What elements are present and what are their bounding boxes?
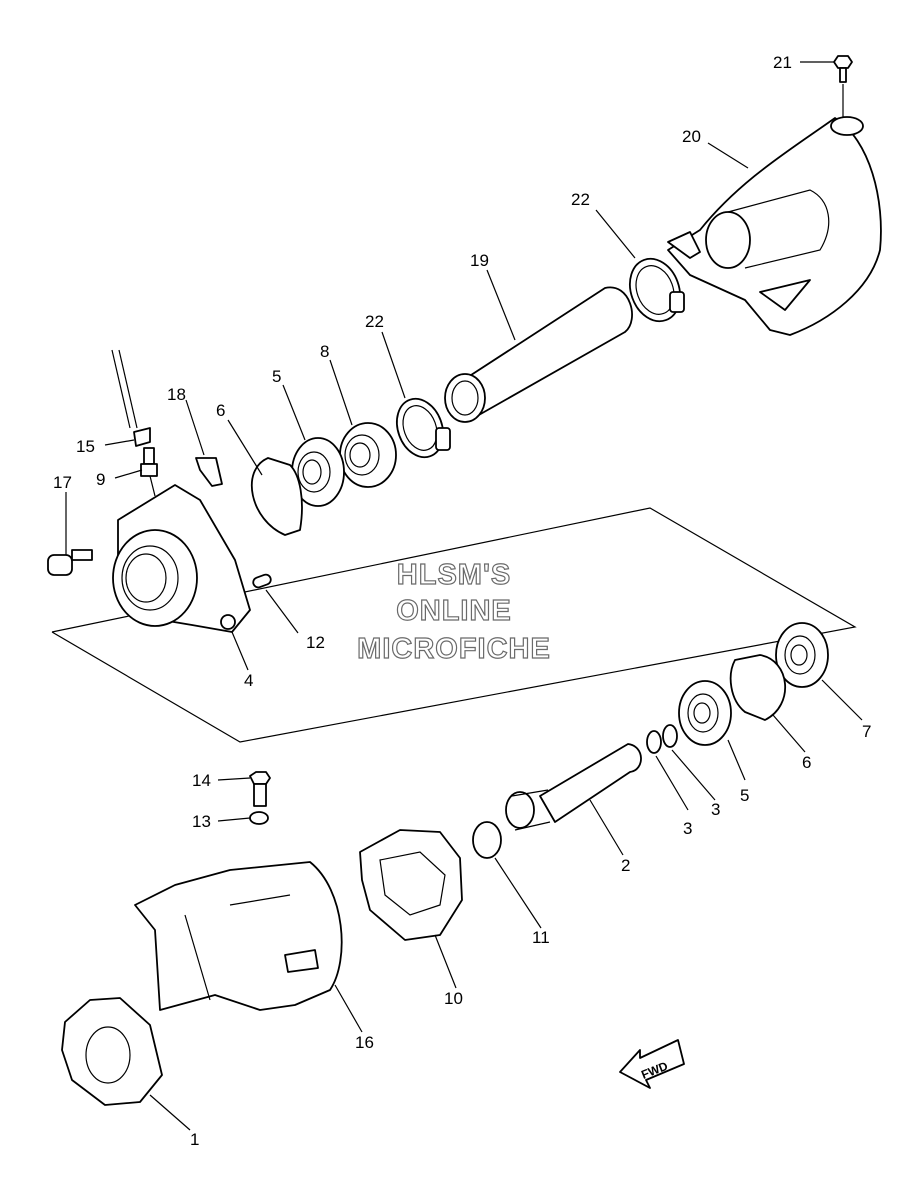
- part-3-o-ring-b: [662, 724, 678, 748]
- callout-2: 2: [621, 856, 630, 875]
- part-18-lock-plate: [195, 457, 223, 487]
- part-2-drive-shaft: [505, 743, 642, 831]
- part-6-circlip-lower: [729, 654, 787, 721]
- callout-21: 21: [773, 53, 792, 72]
- watermark-line-1: HLSM'S: [397, 559, 511, 591]
- callout-3-b: 3: [683, 819, 692, 838]
- part-14-bolt: [249, 771, 271, 807]
- part-6-circlip-upper: [251, 457, 303, 536]
- assembly-frame: [51, 507, 857, 743]
- part-10-coupler: [359, 829, 463, 941]
- part-22-hose-clamp-upper: [629, 257, 685, 323]
- part-5-bearing-upper: [291, 437, 345, 507]
- callout-13: 13: [192, 812, 211, 831]
- callout-15: 15: [76, 437, 95, 456]
- part-7-bearing: [775, 622, 829, 688]
- callout-22-lower: 22: [365, 312, 384, 331]
- callout-18: 18: [167, 385, 186, 404]
- part-1-damper: [61, 997, 163, 1106]
- part-15-cable-clip: [133, 427, 151, 447]
- control-cable: [111, 349, 138, 429]
- callout-22-upper: 22: [571, 190, 590, 209]
- callout-12: 12: [306, 633, 325, 652]
- watermark-line-3: MICROFICHE: [357, 633, 551, 665]
- callout-19: 19: [470, 251, 489, 270]
- callout-4: 4: [244, 671, 253, 690]
- callout-1: 1: [190, 1130, 199, 1149]
- callout-17: 17: [53, 473, 72, 492]
- callout-7: 7: [862, 722, 871, 741]
- part-13-collar: [249, 811, 269, 825]
- part-19-hose: [444, 286, 633, 423]
- part-3-o-ring-a: [646, 730, 662, 754]
- callout-6-lower: 6: [802, 753, 811, 772]
- callout-8: 8: [320, 342, 329, 361]
- callout-5-upper: 5: [272, 367, 281, 386]
- callout-5-lower: 5: [740, 786, 749, 805]
- callout-10: 10: [444, 989, 463, 1008]
- part-9-joint: [140, 447, 158, 497]
- callout-3-a: 3: [711, 800, 720, 819]
- callout-labels: 21 20 22 19 22 8 5 18 6 15 9 17 12 4 7 6…: [53, 53, 871, 1149]
- callout-14: 14: [192, 771, 211, 790]
- forward-direction-badge: FWD: [619, 1039, 685, 1089]
- part-5-bearing-lower: [678, 680, 732, 746]
- part-11-shim-ring: [472, 821, 502, 859]
- part-16-coupling-cover: [134, 861, 343, 1011]
- callout-16: 16: [355, 1033, 374, 1052]
- callout-9: 9: [96, 470, 105, 489]
- part-20-nozzle-deflector: [667, 116, 882, 336]
- part-21-bolt: [833, 55, 853, 118]
- leader-lines: [65, 61, 863, 1131]
- part-4-bearing-housing: [112, 484, 251, 633]
- watermark: HLSM'S ONLINE MICROFICHE: [357, 558, 551, 665]
- part-12-dowel-pin: [252, 573, 272, 589]
- callout-6-upper: 6: [216, 401, 225, 420]
- watermark-line-2: ONLINE: [396, 595, 512, 627]
- callout-20: 20: [682, 127, 701, 146]
- part-17-bolt: [47, 549, 93, 576]
- part-22-hose-clamp-lower: [396, 397, 451, 459]
- part-8-bearing: [339, 422, 397, 488]
- callout-11: 11: [532, 928, 550, 947]
